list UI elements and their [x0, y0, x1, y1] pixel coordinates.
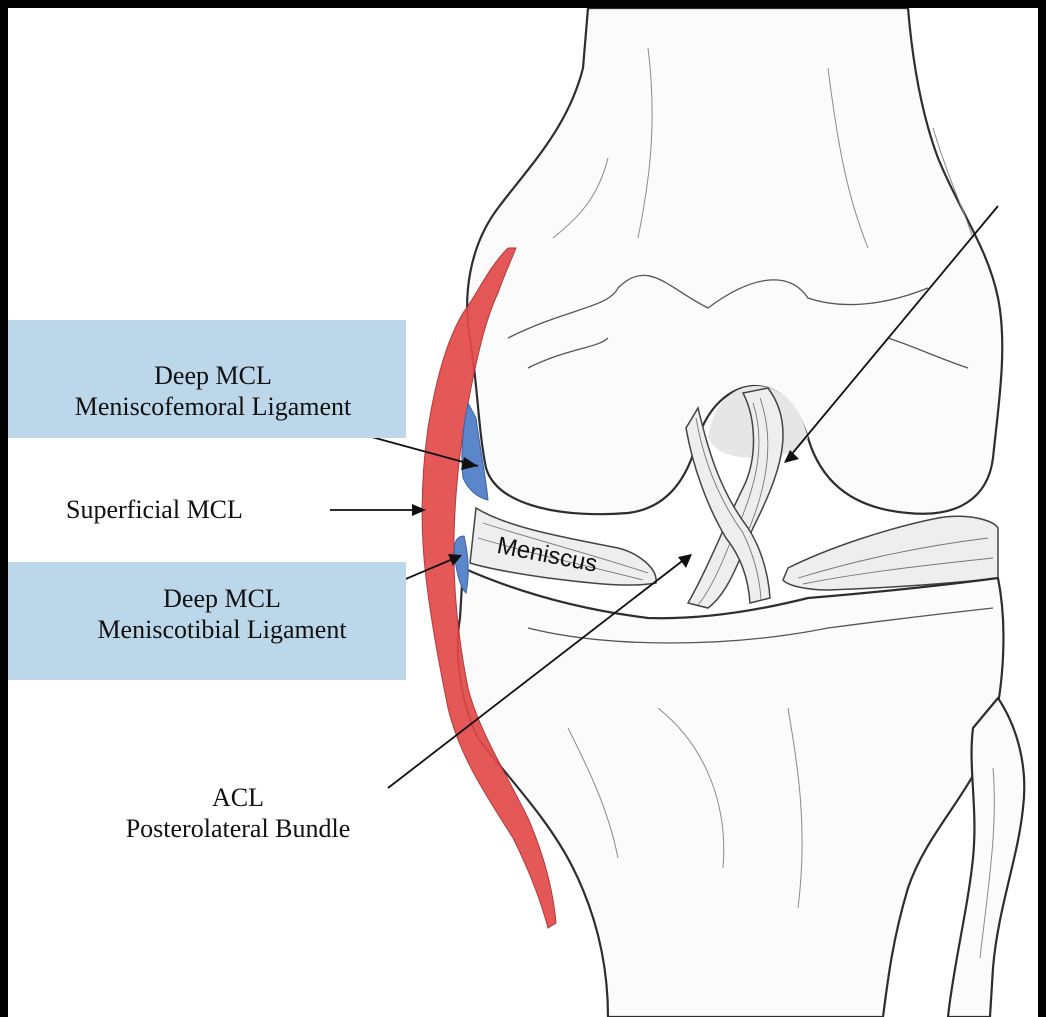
- deep-mcl-meniscotibial-patch: [454, 536, 468, 593]
- tibia: [458, 568, 1004, 1017]
- label-acl-posterolateral: ACL Posterolateral Bundle: [78, 782, 398, 844]
- label-deep-mcl-meniscofemoral: Deep MCL Meniscofemoral Ligament: [20, 360, 406, 422]
- label-line-2: Meniscofemoral Ligament: [20, 391, 406, 422]
- label-line-2: Meniscotibial Ligament: [38, 614, 406, 645]
- knee-illustration-canvas: Deep MCL Meniscofemoral Ligament Superfi…: [8, 8, 1038, 1017]
- pointer-superficial-mcl: [330, 504, 426, 516]
- label-superficial-mcl: Superficial MCL: [66, 494, 243, 525]
- label-line-1: ACL: [78, 782, 398, 813]
- label-deep-mcl-meniscotibial: Deep MCL Meniscotibial Ligament: [38, 583, 406, 645]
- label-line-1: Deep MCL: [20, 360, 406, 391]
- label-line-1: Deep MCL: [38, 583, 406, 614]
- lateral-meniscus: [783, 516, 998, 590]
- label-line-2: Posterolateral Bundle: [78, 813, 398, 844]
